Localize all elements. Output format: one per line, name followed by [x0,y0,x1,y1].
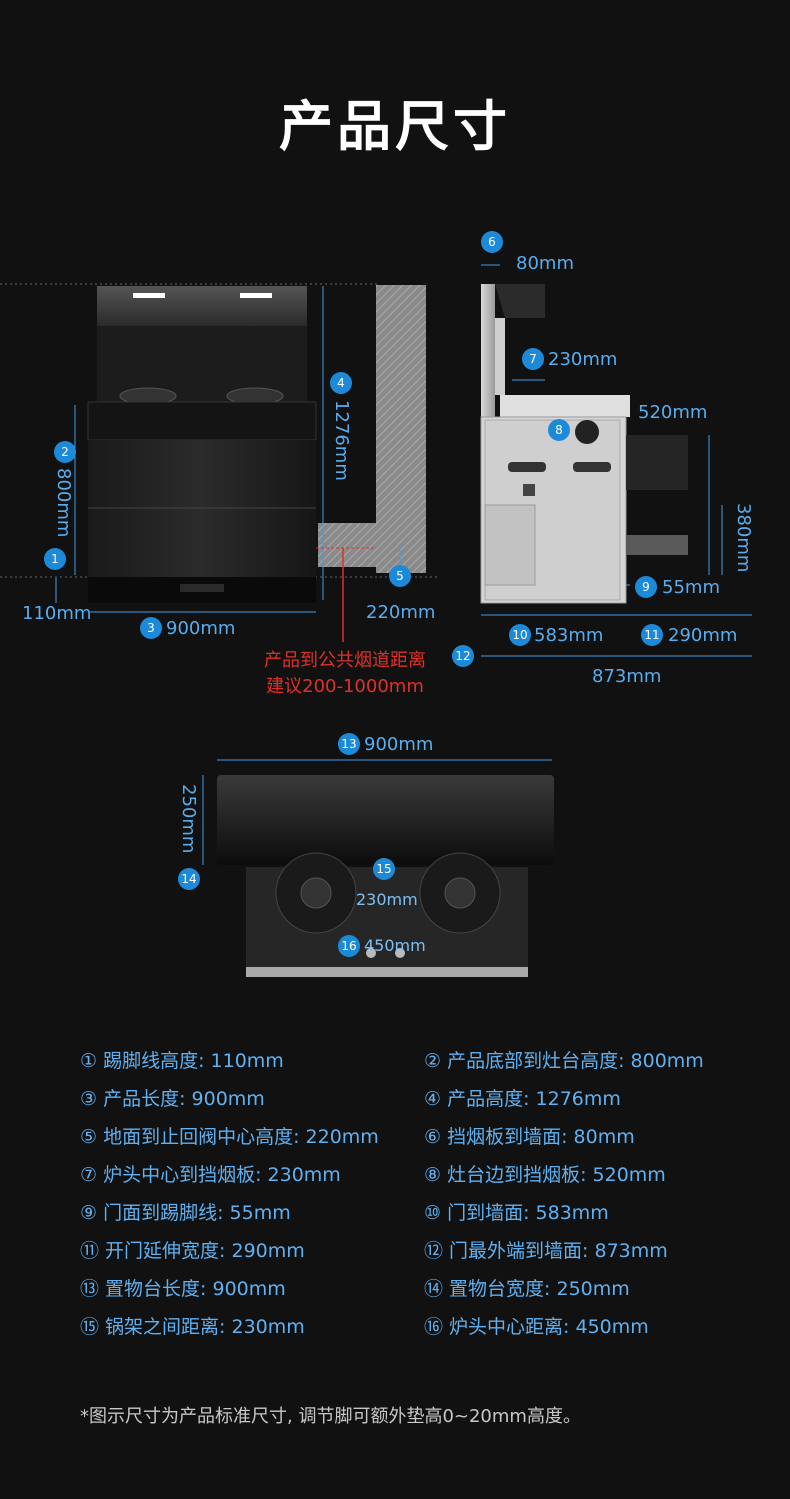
marker-8: 8 [548,419,570,441]
spec-item: ⑩ 门到墙面: 583mm [424,1202,609,1224]
dim-valve-height: 220mm [366,602,436,623]
marker-3: 3 [140,617,162,639]
marker-6: 6 [481,231,503,253]
dim-burner-center: 450mm [364,936,426,955]
warning-line-2: 建议200-1000mm [266,676,424,697]
marker-15: 15 [373,858,395,880]
marker-12: 12 [452,645,474,667]
marker-16: 16 [338,935,360,957]
dim-height: 1276mm [331,400,352,481]
spec-item: ⑬ 置物台长度: 900mm [80,1278,286,1300]
dim-baffle-to-wall: 80mm [516,253,574,274]
dim-bottom-to-stove: 800mm [53,468,74,538]
spec-item: ⑯ 炉头中心距离: 450mm [424,1316,649,1338]
front-view-appliance [87,286,317,603]
dim-kick-height: 110mm [22,603,92,624]
dim-shelf-width: 250mm [178,784,199,854]
flue-column [376,285,426,573]
flue-distance-warning: 产品到公共烟道距离 建议200-1000mm [230,648,460,700]
dim-door-depth: 380mm [733,503,754,573]
spec-item: ⑭ 置物台宽度: 250mm [424,1278,630,1300]
side-view-appliance [480,284,688,604]
spec-item: ⑧ 灶台边到挡烟板: 520mm [424,1164,666,1186]
marker-9: 9 [635,576,657,598]
spec-item: ⑦ 炉头中心到挡烟板: 230mm [80,1164,341,1186]
dim-door-to-wall: 583mm [534,625,604,646]
dim-rack-gap: 230mm [356,890,418,909]
marker-7: 7 [522,348,544,370]
marker-11: 11 [641,624,663,646]
spec-item: ⑫ 门最外端到墙面: 873mm [424,1240,668,1262]
spec-item: ⑪ 开门延伸宽度: 290mm [80,1240,305,1262]
marker-10: 10 [509,624,531,646]
marker-2: 2 [54,441,76,463]
marker-1: 1 [44,548,66,570]
spec-item: ② 产品底部到灶台高度: 800mm [424,1050,704,1072]
spec-item: ⑤ 地面到止回阀中心高度: 220mm [80,1126,379,1148]
spec-item: ④ 产品高度: 1276mm [424,1088,621,1110]
dim-length: 900mm [166,618,236,639]
dim-stove-edge-to-baffle: 520mm [638,402,708,423]
spec-item: ⑮ 锅架之间距离: 230mm [80,1316,305,1338]
spec-item: ⑥ 挡烟板到墙面: 80mm [424,1126,635,1148]
footnote: *图示尺寸为产品标准尺寸, 调节脚可额外垫高0~20mm高度。 [80,1406,581,1427]
marker-14: 14 [178,868,200,890]
spec-item: ⑨ 门面到踢脚线: 55mm [80,1202,291,1224]
dim-burner-to-baffle: 230mm [548,349,618,370]
spec-item: ① 踢脚线高度: 110mm [80,1050,284,1072]
warning-line-1: 产品到公共烟道距离 [264,650,426,671]
marker-13: 13 [338,733,360,755]
dim-outer-to-wall: 873mm [592,666,662,687]
dim-open-extension: 290mm [668,625,738,646]
marker-4: 4 [330,372,352,394]
spec-item: ③ 产品长度: 900mm [80,1088,265,1110]
marker-5: 5 [389,565,411,587]
page-title: 产品尺寸 [279,95,511,158]
top-view-appliance [217,775,554,977]
flue-pipe [318,523,376,567]
dim-shelf-length: 900mm [364,734,434,755]
dim-door-to-kick: 55mm [662,577,720,598]
